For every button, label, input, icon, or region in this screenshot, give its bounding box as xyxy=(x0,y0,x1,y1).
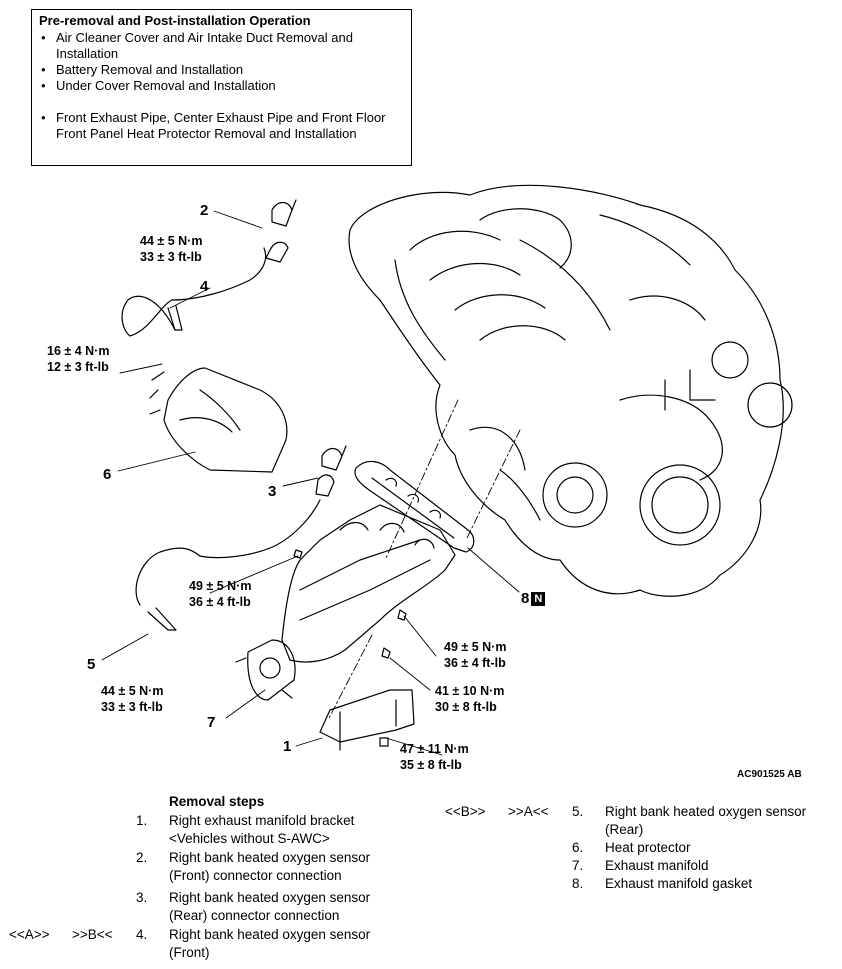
exhaust-manifold-diagram xyxy=(101,184,793,756)
procedure-tag: <<B>> xyxy=(445,804,486,819)
callout-4: 4 xyxy=(200,278,209,295)
procedure-tag: >>A<< xyxy=(508,804,549,819)
exhaust-manifold-illustration xyxy=(235,504,456,701)
engine-illustration xyxy=(348,184,793,597)
alignment-lines xyxy=(327,399,521,721)
bullet-icon: • xyxy=(41,110,46,125)
callout-7: 7 xyxy=(207,714,216,731)
non-reusable-badge: N xyxy=(531,592,546,606)
figure-code: AC901525 AB xyxy=(737,769,802,780)
pre-removal-item: •Front Exhaust Pipe, Center Exhaust Pipe… xyxy=(41,110,386,141)
removal-steps-title: Removal steps xyxy=(169,794,265,809)
pre-removal-item: •Air Cleaner Cover and Air Intake Duct R… xyxy=(41,30,353,61)
gasket-illustration xyxy=(354,460,475,553)
bullet-icon: • xyxy=(41,30,46,45)
callout-3: 3 xyxy=(268,483,277,500)
bullet-icon: • xyxy=(41,78,46,93)
callout-1: 1 xyxy=(283,738,292,755)
pre-removal-heading: Pre-removal and Post-installation Operat… xyxy=(39,13,311,28)
callout-5: 5 xyxy=(87,656,96,673)
bullet-icon: • xyxy=(41,62,46,77)
heat-protector-illustration xyxy=(163,367,288,473)
procedure-tag: <<A>> xyxy=(9,927,50,942)
leader-lines xyxy=(101,210,520,756)
sensor-front-harness xyxy=(121,295,176,337)
pre-removal-box: Pre-removal and Post-installation Operat… xyxy=(31,9,412,166)
pre-removal-item: •Under Cover Removal and Installation xyxy=(41,78,276,93)
callout-2: 2 xyxy=(200,202,209,219)
sensor-rear-harness xyxy=(135,499,321,606)
pre-removal-list: •Air Cleaner Cover and Air Intake Duct R… xyxy=(39,30,404,142)
pre-removal-item: •Battery Removal and Installation xyxy=(41,62,244,77)
callout-6: 6 xyxy=(103,466,112,483)
bracket-illustration xyxy=(319,689,415,743)
procedure-tag: >>B<< xyxy=(72,927,113,942)
